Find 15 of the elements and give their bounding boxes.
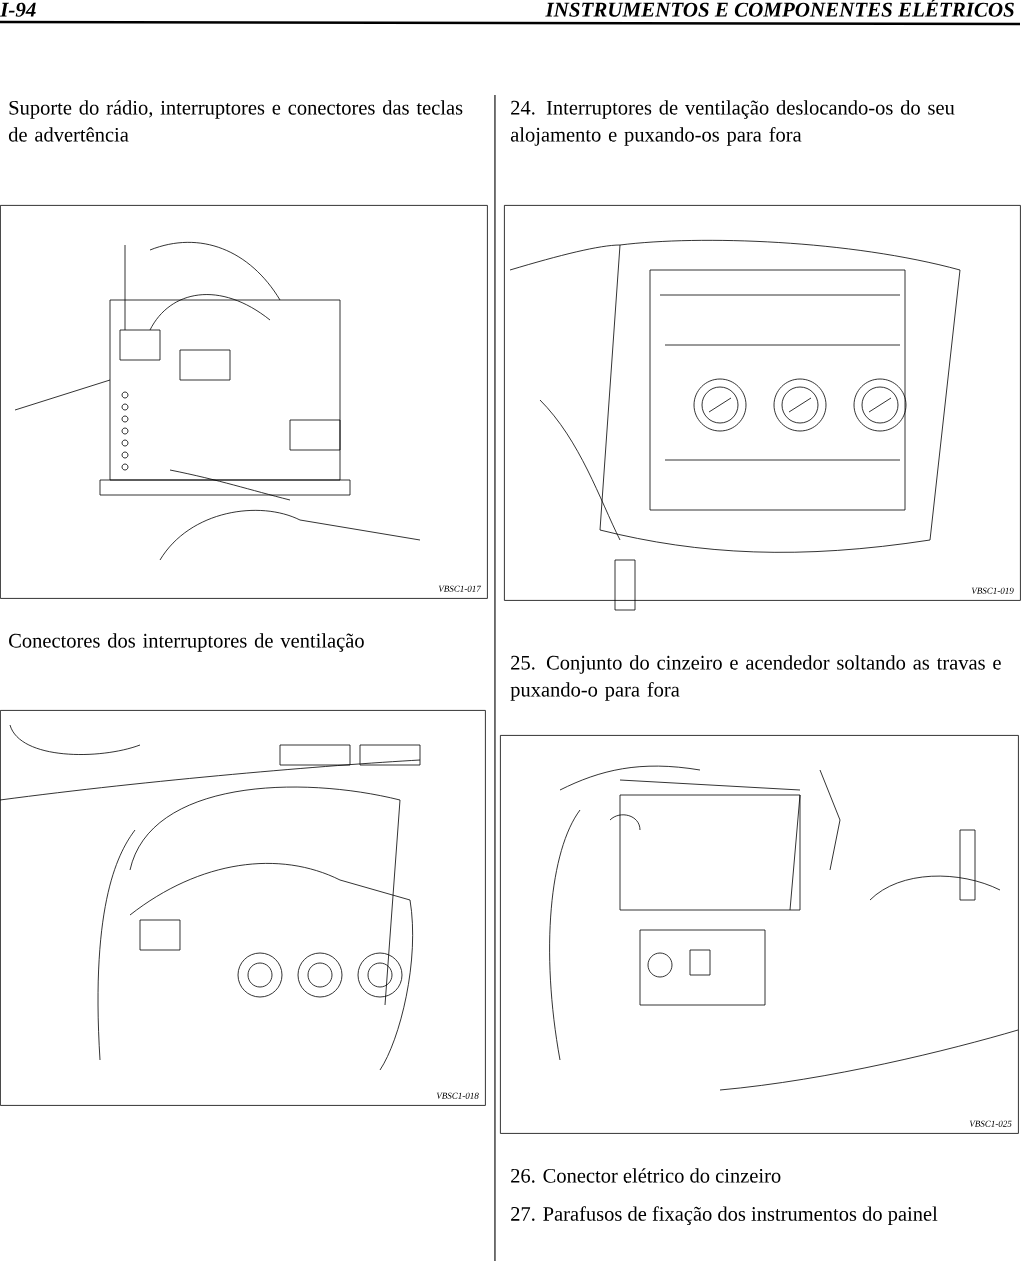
note-text: 27. Parafusos de fixação dos instrumentos do painel — [511, 1206, 938, 1225]
figure-caption: 25. Conjunto do cinzeiro e acendedor soltando as travas e puxando-o para fora — [510, 655, 1001, 701]
figure-code: VBSC1-025 — [969, 1120, 1012, 1127]
figure-code: VBSC1-017 — [438, 585, 482, 592]
figure-code: VBSC1-018 — [436, 1092, 479, 1099]
figure-caption: Suporte do rádio, interruptores e conectores das teclas de advertência — [8, 100, 463, 142]
note-text: 26. Conector elétrico do cinzeiro — [511, 1168, 781, 1183]
page-number: I-94 — [0, 2, 36, 17]
figure-code: VBSC1-019 — [971, 587, 1014, 594]
figure-panel — [0, 710, 486, 1106]
figure-panel — [500, 735, 1019, 1134]
figure-panel — [0, 205, 488, 599]
figure-panel — [504, 205, 1021, 601]
figure-caption: 24. Interruptores de ventilação deslocando-os do seu alojamento e puxando-os para fora — [510, 100, 955, 146]
figure-caption: Conectores dos interruptores de ventilação — [9, 633, 364, 652]
